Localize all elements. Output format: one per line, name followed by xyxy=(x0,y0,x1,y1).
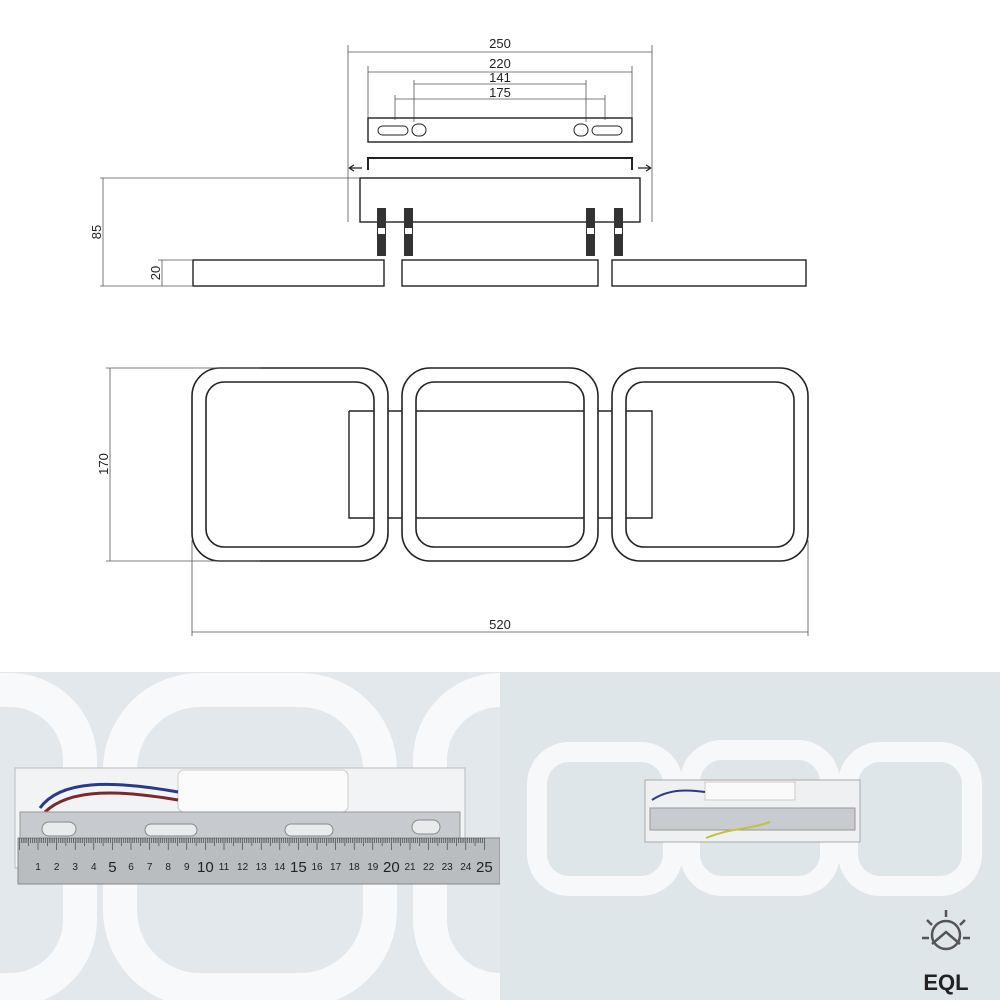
rod-1-gap xyxy=(378,228,385,234)
dim-label-20: 20 xyxy=(148,266,163,280)
ruler-number: 15 xyxy=(290,859,307,876)
photo-right xyxy=(500,672,1000,1000)
mounting-plate xyxy=(367,117,633,143)
ring-left-outer xyxy=(191,367,389,562)
dim-label-85: 85 xyxy=(89,225,104,239)
photo-left-wire-blue xyxy=(38,782,179,809)
photo-left-bracket-slot-3 xyxy=(284,823,334,837)
plan-view: 170 520 xyxy=(96,367,809,636)
ruler-number: 23 xyxy=(442,862,454,873)
ruler-number: 14 xyxy=(274,862,286,873)
arrow-left xyxy=(348,164,362,172)
support-rods xyxy=(377,208,623,256)
canopy-outline-gap-right xyxy=(598,410,612,519)
ruler-number: 17 xyxy=(330,862,342,873)
ruler-number: 24 xyxy=(460,862,472,873)
dim-label-170: 170 xyxy=(96,453,111,475)
canopy-outline-middle xyxy=(416,410,584,519)
ruler-number: 7 xyxy=(147,862,153,873)
dim-label-520: 520 xyxy=(489,617,511,632)
ruler-number: 13 xyxy=(256,862,268,873)
ruler-number: 20 xyxy=(383,859,400,876)
ring-right-inner xyxy=(625,381,795,548)
photo-right-wire-yellow xyxy=(705,821,771,839)
ruler-number: 1 xyxy=(35,862,41,873)
ruler-number: 22 xyxy=(423,862,435,873)
ruler-number: 10 xyxy=(197,859,214,876)
logo-text: EQL xyxy=(923,970,968,995)
dim-label-250: 250 xyxy=(489,36,511,51)
plate-slot-2 xyxy=(591,125,623,136)
ring-middle-inner xyxy=(415,381,585,548)
ruler-number: 18 xyxy=(349,862,361,873)
plate-slot-1 xyxy=(377,125,409,136)
frame-bar-middle xyxy=(401,259,599,287)
rod-4-gap xyxy=(615,228,622,234)
frame-bar-right xyxy=(611,259,807,287)
rod-3-gap xyxy=(587,228,594,234)
canopy-outline-left xyxy=(348,410,374,519)
ruler-number: 8 xyxy=(165,862,171,873)
ruler-number: 25 xyxy=(476,859,493,876)
canopy-bracket xyxy=(367,157,633,170)
canopy-outline-right xyxy=(626,410,653,519)
photo-left-driver xyxy=(177,769,349,813)
ring-left-inner xyxy=(205,381,375,548)
side-view: 250 220 141 175 xyxy=(89,36,807,287)
ruler-number: 19 xyxy=(367,862,379,873)
ring-middle-outer xyxy=(401,367,599,562)
sun-house-logo-icon xyxy=(922,910,970,951)
photo-left-wire-brown xyxy=(43,791,179,814)
dim-label-220: 220 xyxy=(489,56,511,71)
photo-right-metal-bracket xyxy=(649,807,856,831)
ruler-number: 12 xyxy=(237,862,249,873)
rod-2-gap xyxy=(405,228,412,234)
plate-hole-1 xyxy=(411,123,427,137)
measuring-ruler xyxy=(17,837,500,885)
ruler-number: 9 xyxy=(184,862,190,873)
photo-right-driver xyxy=(704,781,796,801)
arrow-right xyxy=(638,164,652,172)
ruler-number: 3 xyxy=(72,862,78,873)
ruler-number: 21 xyxy=(404,862,416,873)
dim-label-175: 175 xyxy=(489,85,511,100)
frame-bar-left xyxy=(192,259,385,287)
ruler-number: 2 xyxy=(54,862,60,873)
ruler-number: 5 xyxy=(108,859,116,876)
dim-label-141: 141 xyxy=(489,70,511,85)
photo-left-bracket-slot-4 xyxy=(411,819,441,835)
photo-left-bracket-slot-2 xyxy=(144,823,198,837)
ruler-number: 4 xyxy=(91,862,97,873)
ruler-number: 16 xyxy=(311,862,323,873)
photo-right-wire-blue xyxy=(651,789,706,801)
ruler-number: 11 xyxy=(219,862,230,873)
ruler-number: 6 xyxy=(128,862,134,873)
ruler-ticks xyxy=(19,838,485,850)
ring-right-outer xyxy=(611,367,809,562)
plate-hole-2 xyxy=(573,123,589,137)
canopy-outline-gap-left xyxy=(388,410,402,519)
canopy-box xyxy=(359,177,641,223)
photo-left-bracket-slot-1 xyxy=(41,821,77,837)
